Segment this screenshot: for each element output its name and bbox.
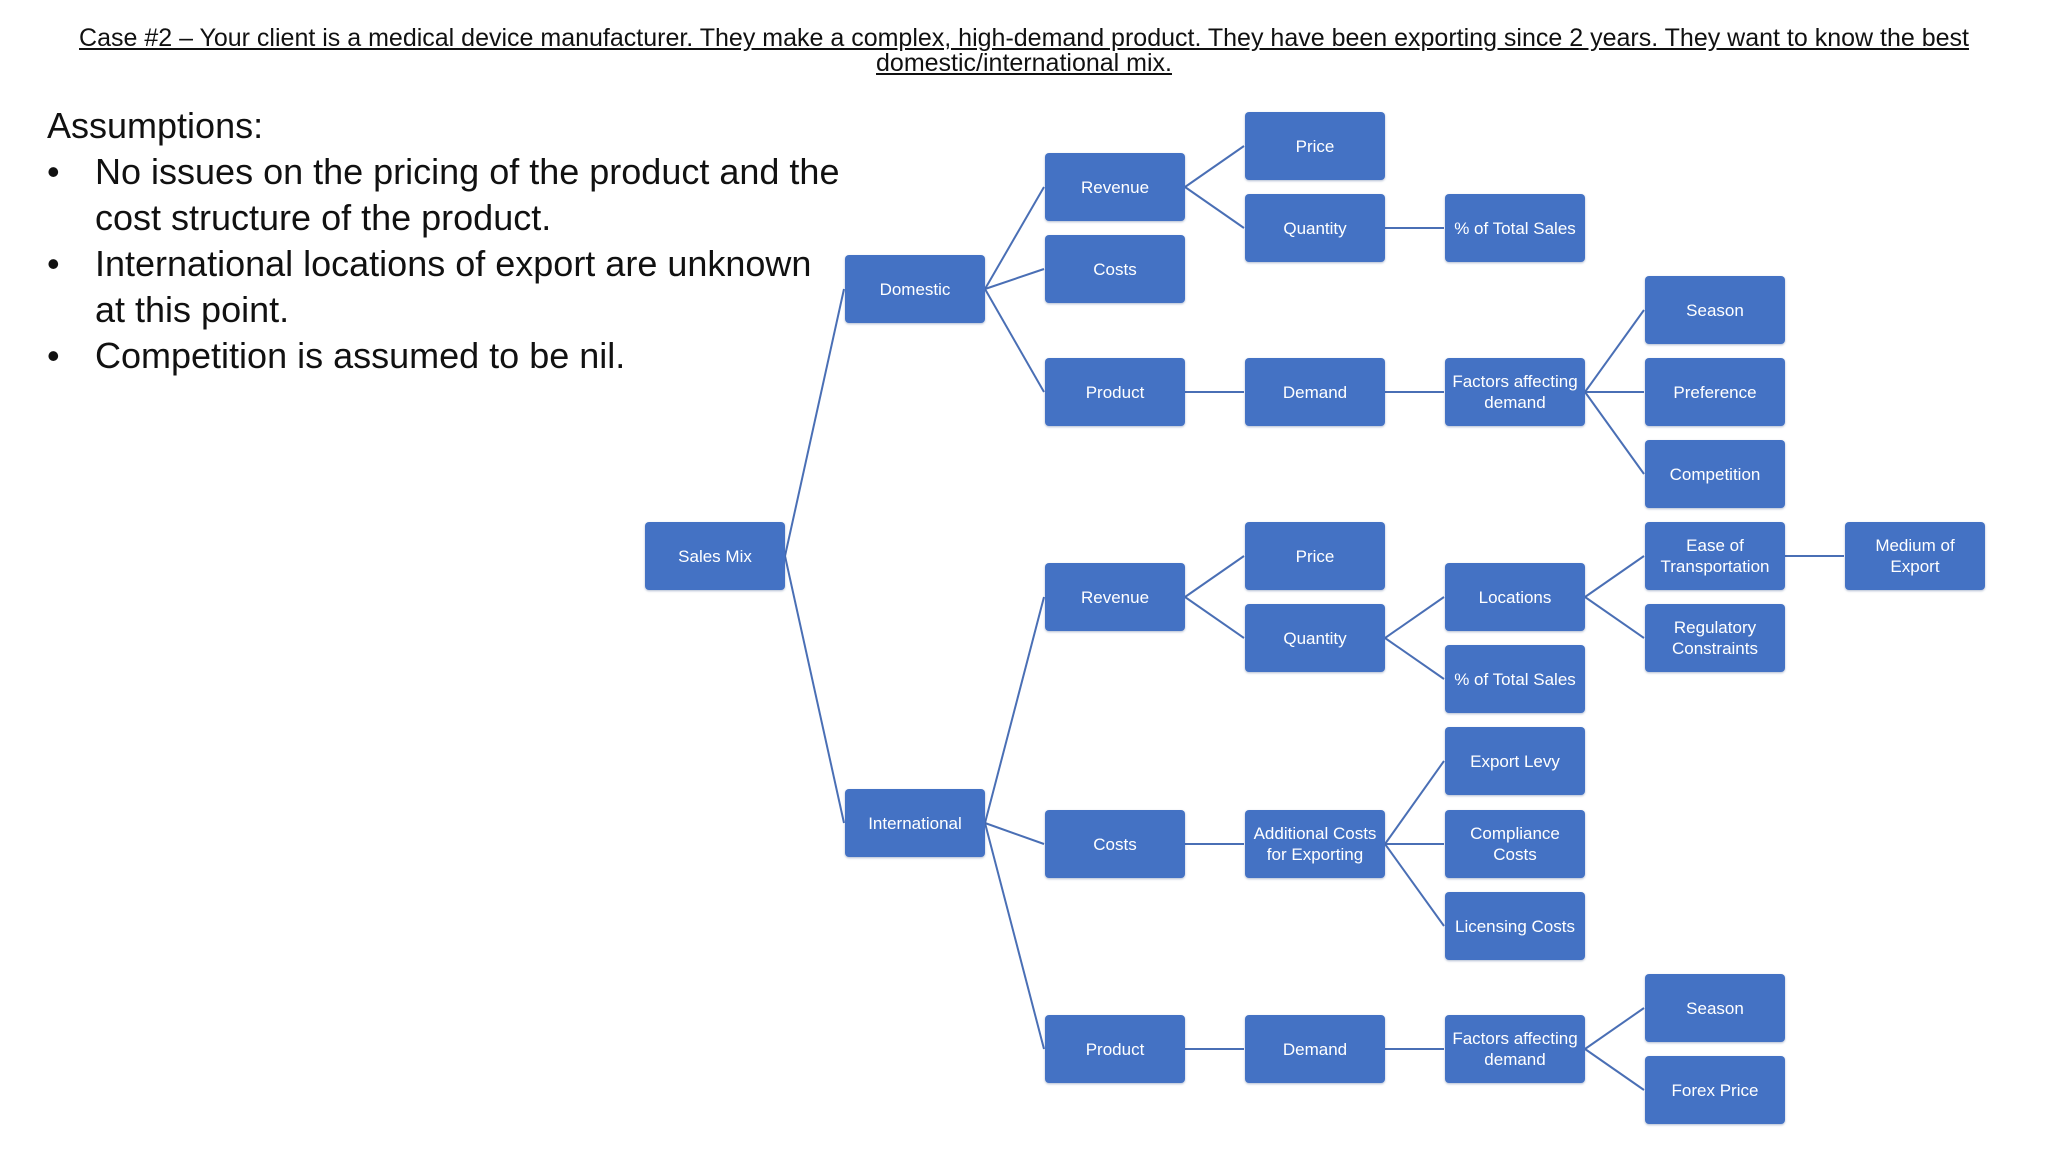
node-intl-product: Product xyxy=(1045,1015,1185,1083)
node-intl-licensing: Licensing Costs xyxy=(1445,892,1585,960)
connector-line xyxy=(784,555,845,824)
connector-line xyxy=(1584,1007,1645,1050)
connector-line xyxy=(1384,760,1445,845)
node-domestic-demand: Demand xyxy=(1245,358,1385,426)
node-intl-demand: Demand xyxy=(1245,1015,1385,1083)
node-intl-costs: Costs xyxy=(1045,810,1185,878)
node-intl-pct-total-sales: % of Total Sales xyxy=(1445,645,1585,713)
connector-line xyxy=(784,288,845,557)
node-domestic-product: Product xyxy=(1045,358,1185,426)
assumption-item: •No issues on the pricing of the product… xyxy=(47,151,840,238)
node-domestic-quantity: Quantity xyxy=(1245,194,1385,262)
node-domestic-costs: Costs xyxy=(1045,235,1185,303)
node-domestic: Domestic xyxy=(845,255,985,323)
node-international: International xyxy=(845,789,985,857)
node-domestic-preference: Preference xyxy=(1645,358,1785,426)
node-domestic-factors: Factors affecting demand xyxy=(1445,358,1585,426)
node-domestic-revenue: Revenue xyxy=(1045,153,1185,221)
case-title: Case #2 – Your client is a medical devic… xyxy=(79,24,1969,77)
node-intl-revenue: Revenue xyxy=(1045,563,1185,631)
connector-line xyxy=(1184,145,1245,188)
connector-line xyxy=(1184,596,1245,639)
node-intl-additional-costs: Additional Costs for Exporting xyxy=(1245,810,1385,878)
node-intl-factors: Factors affecting demand xyxy=(1445,1015,1585,1083)
bullet-icon: • xyxy=(47,243,60,284)
assumption-item: •Competition is assumed to be nil. xyxy=(47,333,847,379)
node-intl-ease-transport: Ease of Transportation xyxy=(1645,522,1785,590)
connector-line xyxy=(984,822,1045,845)
assumptions-heading: Assumptions: xyxy=(47,105,264,146)
node-intl-regulatory: Regulatory Constraints xyxy=(1645,604,1785,672)
bullet-icon: • xyxy=(47,335,60,376)
connector-line xyxy=(1584,596,1645,639)
bullet-icon: • xyxy=(47,151,60,192)
connector-line xyxy=(1384,637,1445,680)
node-domestic-pct-total-sales: % of Total Sales xyxy=(1445,194,1585,262)
node-intl-forex: Forex Price xyxy=(1645,1056,1785,1124)
connector-line xyxy=(1184,555,1245,598)
connector-line xyxy=(1584,309,1645,393)
node-intl-export-levy: Export Levy xyxy=(1445,727,1585,795)
connector-line xyxy=(1384,596,1445,639)
node-intl-medium-export: Medium of Export xyxy=(1845,522,1985,590)
connector-line xyxy=(1384,843,1445,927)
connector-line xyxy=(984,596,1045,824)
node-intl-season: Season xyxy=(1645,974,1785,1042)
assumptions-panel: Assumptions: •No issues on the pricing o… xyxy=(47,103,847,379)
node-intl-locations: Locations xyxy=(1445,563,1585,631)
node-intl-compliance: Compliance Costs xyxy=(1445,810,1585,878)
assumption-item: •International locations of export are u… xyxy=(47,243,812,330)
node-domestic-season: Season xyxy=(1645,276,1785,344)
connector-line xyxy=(984,186,1045,290)
connector-line xyxy=(1584,555,1645,598)
node-intl-quantity: Quantity xyxy=(1245,604,1385,672)
node-sales-mix: Sales Mix xyxy=(645,522,785,590)
connector-line xyxy=(1184,186,1245,229)
connector-line xyxy=(984,288,1045,393)
connector-line xyxy=(984,822,1045,1050)
node-domestic-price: Price xyxy=(1245,112,1385,180)
node-domestic-competition: Competition xyxy=(1645,440,1785,508)
node-intl-price: Price xyxy=(1245,522,1385,590)
connector-line xyxy=(1584,391,1645,475)
connector-line xyxy=(1584,1048,1645,1091)
connector-line xyxy=(984,268,1045,290)
assumptions-list: •No issues on the pricing of the product… xyxy=(47,149,847,379)
